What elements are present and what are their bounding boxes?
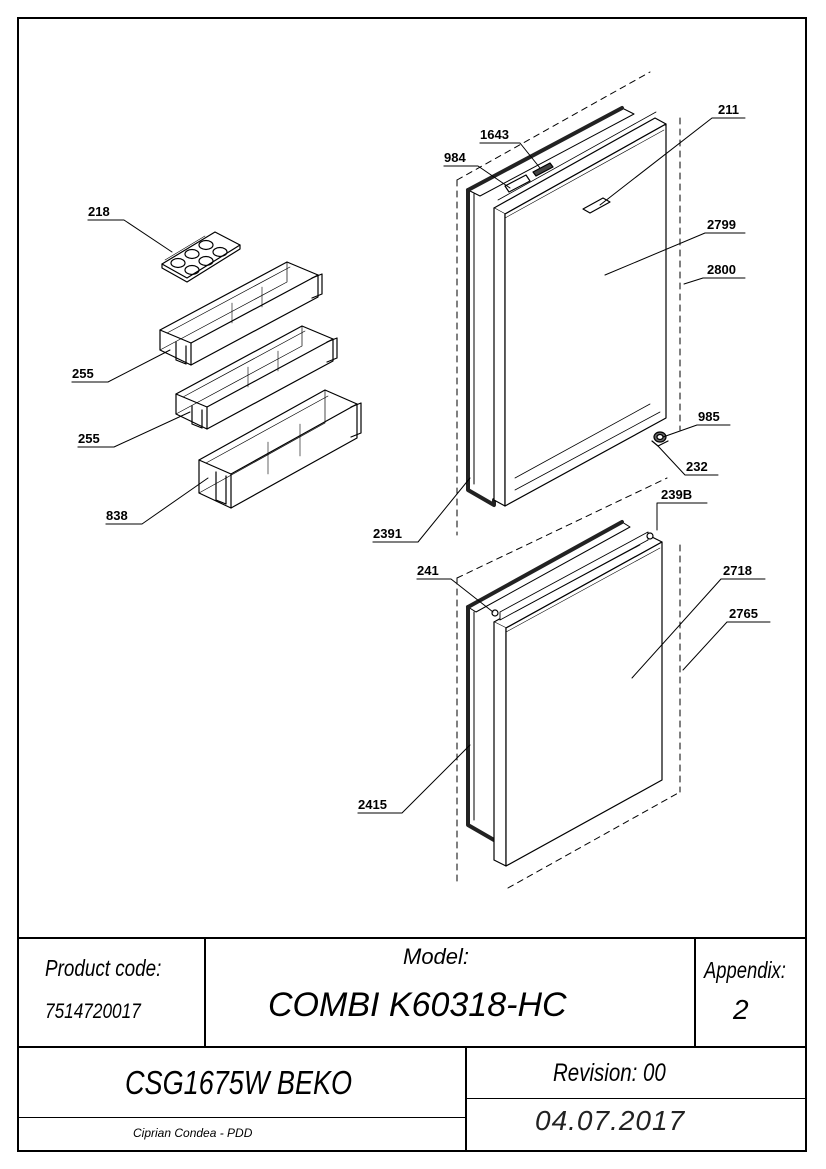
part-label-2718: 2718 bbox=[723, 563, 752, 578]
product-code-label: Product code: bbox=[45, 955, 162, 981]
part-label-2391: 2391 bbox=[373, 526, 402, 541]
part-label-985: 985 bbox=[698, 409, 720, 424]
product-name: CSG1675W BEKO bbox=[125, 1064, 353, 1101]
part-label-239B: 239B bbox=[661, 487, 692, 502]
upper-assembly-lines bbox=[456, 71, 681, 536]
model-label: Model: bbox=[403, 944, 470, 969]
appendix-label: Appendix: bbox=[704, 957, 786, 983]
model-value: COMBI K60318-HC bbox=[268, 986, 567, 1024]
drawing-frame bbox=[17, 17, 807, 1152]
part-label-255-middle: 255 bbox=[78, 431, 100, 446]
part-label-2765: 2765 bbox=[729, 606, 758, 621]
part-label-211: 211 bbox=[718, 102, 739, 117]
upper-door-panel-part bbox=[493, 111, 667, 507]
part-label-255-top: 255 bbox=[72, 366, 94, 381]
hinge-part bbox=[651, 431, 669, 447]
date: 04.07.2017 bbox=[535, 1105, 686, 1136]
part-label-2800: 2800 bbox=[707, 262, 736, 277]
lower-door-gasket-part bbox=[466, 520, 631, 842]
revision: Revision: 00 bbox=[553, 1059, 666, 1087]
part-label-232: 232 bbox=[686, 459, 708, 474]
lower-assembly-lines bbox=[456, 477, 681, 889]
door-shelf-bottom-part bbox=[198, 389, 362, 509]
part-label-218: 218 bbox=[88, 204, 110, 219]
appendix-value: 2 bbox=[733, 994, 749, 1025]
door-shelf-middle-part bbox=[175, 325, 338, 430]
part-label-1643: 1643 bbox=[480, 127, 509, 142]
part-label-838: 838 bbox=[106, 508, 128, 523]
part-label-241: 241 bbox=[417, 563, 439, 578]
lower-door-panel-part bbox=[491, 531, 663, 867]
part-label-984: 984 bbox=[444, 150, 466, 165]
author: Ciprian Condea - PDD bbox=[133, 1126, 253, 1140]
part-label-2799: 2799 bbox=[707, 217, 736, 232]
door-shelf-top-part bbox=[159, 261, 323, 366]
part-number-labels: 218 255 255 838 1643 984 211 2799 2800 9… bbox=[71, 102, 759, 814]
egg-tray-part bbox=[161, 231, 241, 283]
part-label-2415: 2415 bbox=[358, 797, 387, 812]
product-code-value: 7514720017 bbox=[45, 1000, 141, 1023]
